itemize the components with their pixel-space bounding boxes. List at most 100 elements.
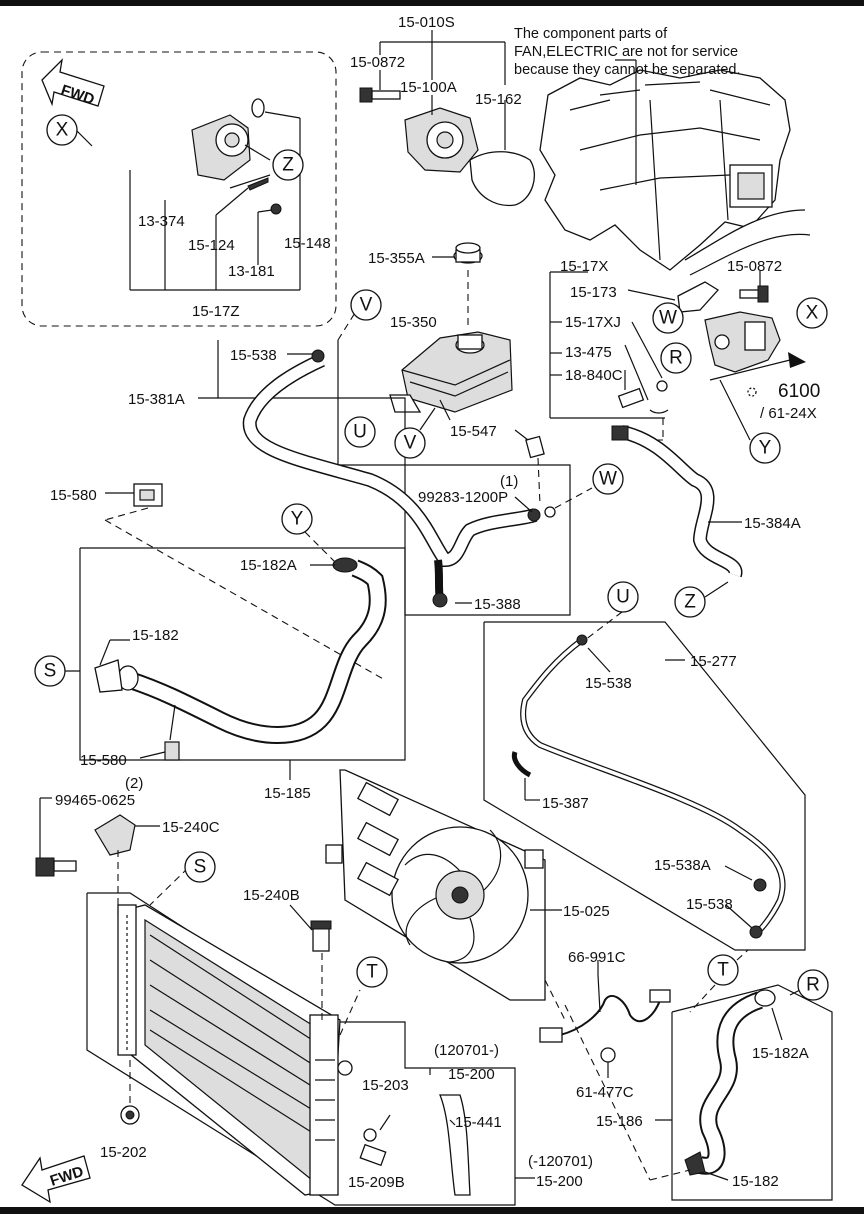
label-15-182-b: 15-182 — [732, 1173, 779, 1190]
label-15-124: 15-124 — [188, 237, 235, 254]
label-15-182A-b: 15-182A — [752, 1045, 809, 1062]
svg-text:T: T — [366, 962, 378, 983]
hose-15-381a-box — [198, 307, 593, 616]
label-15-200-a: 15-200 — [448, 1066, 495, 1083]
svg-text:W: W — [599, 469, 617, 490]
svg-text:V: V — [360, 295, 373, 316]
label-15-200-b: 15-200 — [536, 1173, 583, 1190]
label-15-240C: 15-240C — [162, 819, 220, 836]
label-15-538-b: 15-538 — [585, 675, 632, 692]
bolt-15-240b — [289, 904, 332, 1020]
svg-text:S: S — [44, 661, 57, 682]
top-border — [0, 0, 864, 6]
label-66-991C: 66-991C — [568, 949, 626, 966]
callout-y-2: Y — [281, 503, 313, 535]
hose-15-384a — [611, 425, 743, 598]
callout-x-2: X — [796, 297, 828, 329]
callout-u-1: U — [344, 416, 376, 448]
label-15-0872-a: 15-0872 — [350, 54, 405, 71]
callout-s-2: S — [184, 851, 216, 883]
callout-v-1: V — [350, 289, 382, 321]
label-date-from: (120701-) — [434, 1042, 499, 1059]
label-15-209B: 15-209B — [348, 1174, 405, 1191]
label-15-547: 15-547 — [450, 423, 497, 440]
callouts: X Z V U V W R X Y W Y U Z S S T T R — [34, 114, 829, 1001]
svg-text:V: V — [404, 433, 417, 454]
reference-6100: 6100 / 61-24X — [760, 381, 820, 422]
svg-text:W: W — [659, 308, 677, 329]
label-15-580-a: 15-580 — [50, 487, 97, 504]
fwd-arrow-icon: FWD — [41, 58, 105, 108]
label-15-388: 15-388 — [474, 596, 521, 613]
svg-text:X: X — [56, 120, 69, 141]
label-date-to: (-120701) — [528, 1153, 593, 1170]
label-15-202: 15-202 — [100, 1144, 147, 1161]
label-15-350: 15-350 — [390, 314, 437, 331]
label-15-182A-a: 15-182A — [240, 557, 297, 574]
label-15-203: 15-203 — [362, 1077, 409, 1094]
ref-main: 6100 — [778, 381, 820, 402]
fan-assembly — [325, 769, 566, 1021]
svg-text:R: R — [806, 975, 820, 996]
label-99283-1200P: 99283-1200P — [418, 489, 508, 506]
hose-15-185-box — [50, 531, 406, 780]
coolant-reservoir — [389, 242, 513, 413]
label-qty-1: (1) — [500, 473, 518, 490]
label-15-17XJ: 15-17XJ — [565, 314, 621, 331]
label-15-580-b: 15-580 — [80, 752, 127, 769]
label-qty-2: (2) — [125, 775, 143, 792]
note-line-3: because they cannot be separated. — [514, 62, 741, 78]
water-outlet-inset: FWD — [21, 51, 337, 327]
svg-text:Y: Y — [759, 438, 772, 459]
svg-text:S: S — [194, 857, 207, 878]
label-15-17X: 15-17X — [560, 258, 608, 275]
bracket-15-240c — [35, 797, 160, 920]
label-15-387: 15-387 — [542, 795, 589, 812]
hose-15-277-box — [483, 611, 806, 961]
engine-block — [539, 59, 811, 276]
part-labels: 15-010S 15-0872 15-100A 15-162 13-374 15… — [50, 14, 809, 1191]
callout-z-2: Z — [674, 586, 706, 618]
hose-15-186-box — [564, 984, 833, 1201]
svg-text:U: U — [353, 422, 367, 443]
label-15-173: 15-173 — [570, 284, 617, 301]
bottom-border — [0, 1207, 864, 1214]
label-13-475: 13-475 — [565, 344, 612, 361]
clip-15-580 — [104, 483, 386, 681]
callout-u-2: U — [607, 581, 639, 613]
ref-sub: / 61-24X — [760, 405, 817, 422]
fwd-arrow-icon-bottom: FWD — [21, 1155, 91, 1204]
callout-t-1: T — [356, 956, 388, 988]
radiator-box: FWD — [21, 867, 535, 1206]
label-15-010S: 15-010S — [398, 14, 455, 31]
svg-text:Z: Z — [684, 592, 696, 613]
svg-text:T: T — [717, 960, 729, 981]
label-15-240B: 15-240B — [243, 887, 300, 904]
label-13-374: 13-374 — [138, 213, 185, 230]
label-18-840C: 18-840C — [565, 367, 623, 384]
label-15-538-a: 15-538 — [230, 347, 277, 364]
callout-y-1: Y — [749, 432, 781, 464]
callout-z-1: Z — [272, 149, 304, 181]
svg-text:X: X — [806, 303, 819, 324]
label-15-277: 15-277 — [690, 653, 737, 670]
label-15-185: 15-185 — [264, 785, 311, 802]
callout-r-1: R — [660, 342, 692, 374]
label-15-182-a: 15-182 — [132, 627, 179, 644]
svg-text:R: R — [669, 348, 683, 369]
label-15-17Z: 15-17Z — [192, 303, 240, 320]
label-15-381A: 15-381A — [128, 391, 185, 408]
label-13-181: 13-181 — [228, 263, 275, 280]
label-15-186: 15-186 — [596, 1113, 643, 1130]
label-15-441: 15-441 — [455, 1114, 502, 1131]
callout-r-2: R — [797, 969, 829, 1001]
label-15-384A: 15-384A — [744, 515, 801, 532]
label-61-477C: 61-477C — [576, 1084, 634, 1101]
callout-w-2: W — [592, 463, 624, 495]
note-line-1: The component parts of — [514, 26, 668, 42]
svg-text:Z: Z — [282, 155, 294, 176]
callout-t-2: T — [707, 954, 739, 986]
label-15-0872-b: 15-0872 — [727, 258, 782, 275]
label-15-148: 15-148 — [284, 235, 331, 252]
